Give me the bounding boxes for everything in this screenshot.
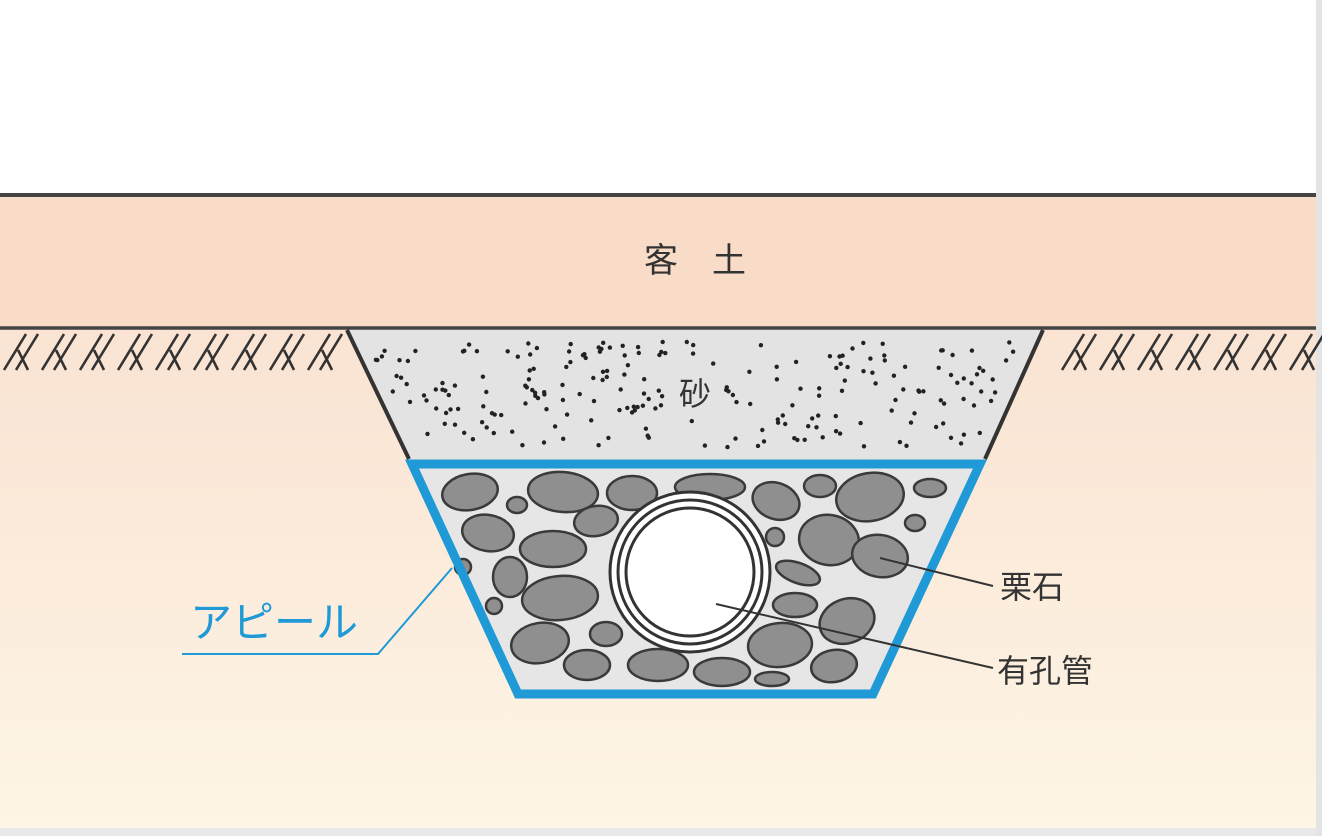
gravel-stone bbox=[764, 526, 786, 548]
gravel-stone bbox=[505, 495, 529, 515]
gravel-stone bbox=[572, 504, 620, 538]
gravel-stone bbox=[753, 670, 791, 688]
gravel-stone bbox=[562, 648, 612, 682]
gravel-stone bbox=[835, 471, 905, 523]
gravel-stone bbox=[850, 533, 910, 579]
gravel-stone bbox=[526, 470, 600, 514]
appeal-sheet bbox=[404, 459, 988, 699]
gravel-stone bbox=[809, 648, 859, 684]
gravel-stone bbox=[912, 477, 948, 499]
gravel-stone bbox=[692, 656, 752, 688]
gravel-stone bbox=[588, 620, 624, 648]
topsoil-label: 客 土 bbox=[644, 241, 746, 281]
gravel-stones bbox=[440, 470, 948, 688]
gravel-stone bbox=[802, 473, 838, 499]
gravel-stone bbox=[903, 513, 927, 533]
gravel-stone bbox=[509, 621, 571, 665]
sheet-label: アピール bbox=[190, 598, 358, 647]
trench-wall-right bbox=[983, 329, 1045, 460]
sand-layer bbox=[347, 330, 1043, 459]
gravel-stone bbox=[626, 647, 690, 683]
ground-hatch-right bbox=[1060, 333, 1322, 371]
gravel-stone bbox=[440, 472, 500, 512]
gravel-stone bbox=[751, 480, 801, 522]
gravel-stone bbox=[460, 513, 516, 553]
perforated-pipe bbox=[608, 490, 772, 654]
gravel-stone bbox=[520, 574, 600, 622]
gravel-label: 栗石 bbox=[1000, 568, 1064, 606]
sand-label: 砂 bbox=[679, 375, 711, 413]
topsoil-layer bbox=[0, 196, 1316, 328]
gravel-stone bbox=[518, 529, 588, 569]
gravel-stone bbox=[774, 559, 822, 587]
gravel-stone bbox=[818, 596, 876, 646]
gravel-stone bbox=[491, 555, 529, 599]
sand-dots bbox=[373, 339, 1016, 450]
right-edge-strip bbox=[1316, 0, 1322, 836]
gravel-leader-line bbox=[879, 557, 994, 587]
sky-area bbox=[0, 0, 1316, 193]
ground-hatch-left bbox=[2, 333, 344, 371]
gravel-stone bbox=[484, 596, 504, 616]
gravel-stone bbox=[746, 621, 814, 669]
trench-wall-left bbox=[345, 329, 411, 460]
sheet-leader-line bbox=[182, 567, 453, 655]
pipe-leader-line bbox=[715, 603, 994, 669]
gravel-stone bbox=[605, 474, 659, 512]
bottom-edge-strip bbox=[0, 828, 1316, 836]
gravel-stone bbox=[771, 591, 819, 619]
pipe-label: 有孔管 bbox=[997, 652, 1093, 690]
